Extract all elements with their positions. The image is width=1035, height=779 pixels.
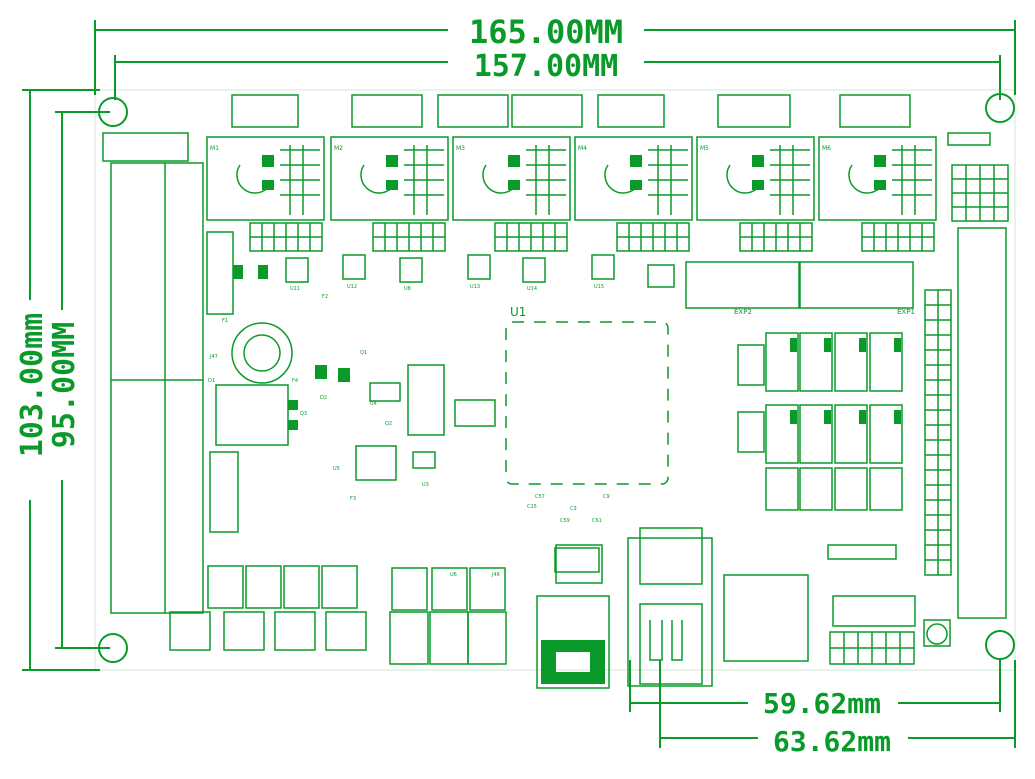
bottom-connectors bbox=[169, 565, 507, 665]
dim-overall-width: 165.00MM bbox=[469, 13, 623, 51]
part-designator: F2 bbox=[322, 294, 328, 300]
usb-connector bbox=[536, 595, 610, 689]
part-designator: F3 bbox=[350, 496, 356, 502]
part-designator: U11 bbox=[290, 286, 300, 292]
part-designator: U8 bbox=[404, 286, 411, 292]
exp2-label: EXP2 bbox=[734, 308, 752, 316]
driver-slot-label: M6 bbox=[822, 145, 831, 152]
exp2-connector bbox=[685, 261, 800, 309]
dim-hole-width: 157.00MM bbox=[474, 49, 619, 84]
mcu-chip bbox=[505, 321, 669, 485]
sensor-chips bbox=[285, 254, 675, 288]
part-designator: F1 bbox=[222, 318, 228, 324]
part-designator: C59 bbox=[560, 518, 570, 524]
driver-slots bbox=[206, 136, 937, 221]
part-designator: C61 bbox=[592, 518, 602, 524]
driver-slot-label: M3 bbox=[456, 145, 465, 152]
part-designator: Q3 bbox=[300, 411, 307, 417]
dim-hole-height: 95.00MM bbox=[47, 322, 82, 448]
jumper-blocks bbox=[249, 222, 935, 252]
part-designator: Q2 bbox=[385, 421, 392, 427]
driver-slot-label: M1 bbox=[210, 145, 219, 152]
board-outline bbox=[94, 89, 1016, 671]
part-designator: U14 bbox=[527, 286, 537, 292]
part-designator: U15 bbox=[594, 284, 604, 290]
dim-usb-inner: 59.62mm bbox=[763, 687, 881, 720]
part-designator: D1 bbox=[208, 378, 215, 384]
part-designator: J47 bbox=[209, 354, 218, 360]
endstop-pads bbox=[790, 338, 901, 424]
driver-pads bbox=[262, 155, 886, 190]
resistor-arrays bbox=[407, 344, 765, 585]
driver-slot-label: M4 bbox=[578, 145, 587, 152]
endstop-connectors bbox=[765, 332, 903, 511]
solid-pads bbox=[233, 265, 605, 684]
part-designator: Q1 bbox=[360, 350, 367, 356]
part-designator: U13 bbox=[470, 284, 480, 290]
part-designator: C3 bbox=[570, 506, 577, 512]
driver-slot-label: M2 bbox=[334, 145, 343, 152]
part-designator: J46 bbox=[491, 572, 500, 578]
exp1-connector bbox=[799, 261, 914, 309]
right-header bbox=[924, 164, 1009, 619]
top-connectors bbox=[231, 94, 991, 146]
exp1-label: EXP1 bbox=[897, 308, 915, 316]
part-designator: U12 bbox=[347, 284, 357, 290]
regulator bbox=[215, 384, 289, 446]
dim-usb-outer: 63.62mm bbox=[773, 725, 891, 758]
part-designator: C9 bbox=[603, 494, 610, 500]
part-designator: C57 bbox=[535, 494, 545, 500]
part-designator: C15 bbox=[527, 504, 537, 510]
part-designator: U4 bbox=[370, 401, 377, 407]
driver-slot-label: M5 bbox=[700, 145, 709, 152]
dimension-lines bbox=[22, 20, 1016, 748]
sd-card-slot bbox=[627, 537, 713, 687]
part-designator: U3 bbox=[422, 482, 429, 488]
part-designator: U5 bbox=[333, 466, 340, 472]
inductor bbox=[231, 322, 293, 384]
board-components bbox=[102, 94, 1009, 689]
part-designator: U6 bbox=[450, 572, 457, 578]
mcu-label: U1 bbox=[510, 305, 526, 319]
dim-overall-height: 103.00mm bbox=[15, 313, 50, 458]
power-terminal bbox=[102, 132, 204, 614]
mount-hole-bottom-right bbox=[985, 630, 1015, 660]
part-designator: F4 bbox=[292, 378, 298, 384]
part-designator: D2 bbox=[320, 395, 327, 401]
